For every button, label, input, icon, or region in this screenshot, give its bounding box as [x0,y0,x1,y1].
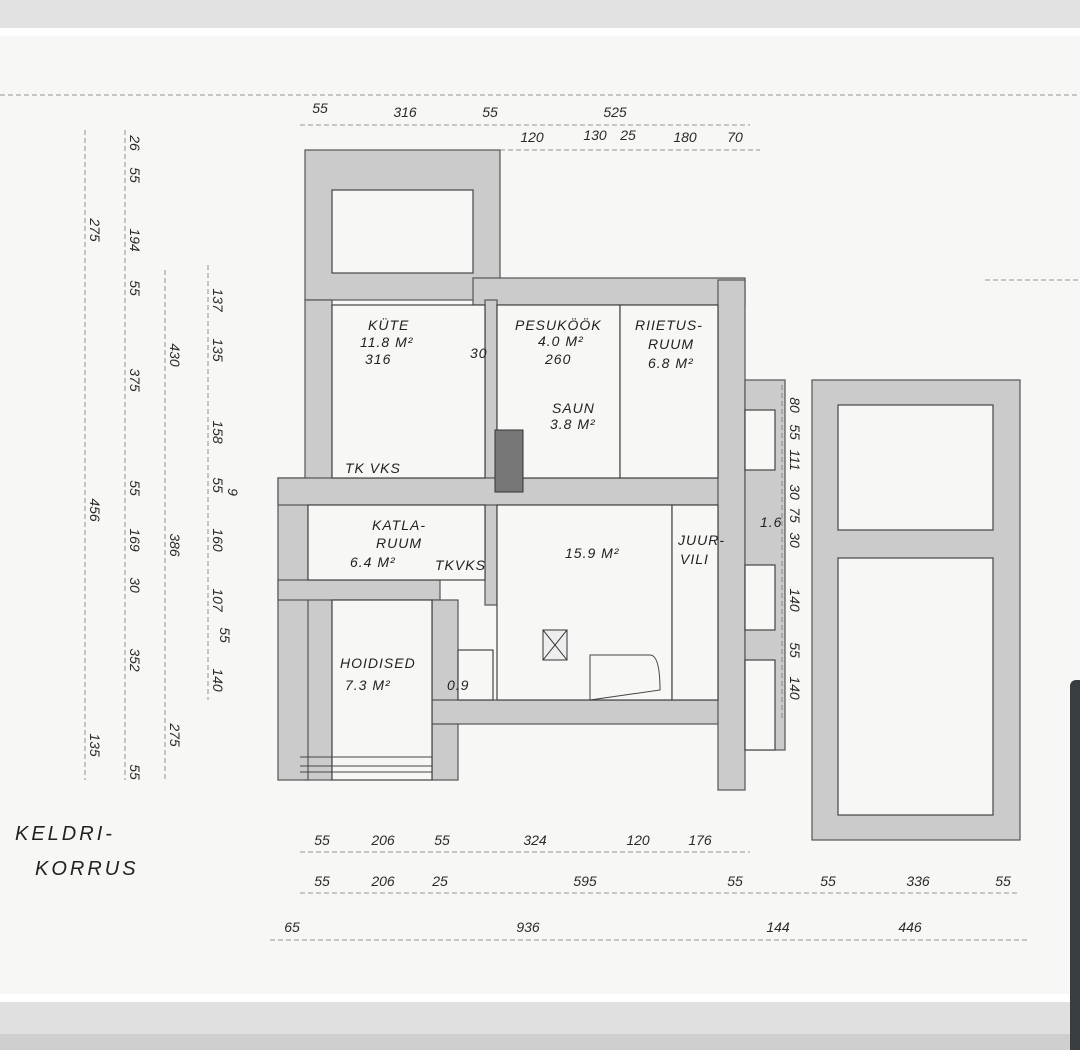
dimension-label: 194 [127,228,143,252]
dimension-label: 9 [225,488,241,496]
dimension-label: 30 [127,577,143,593]
dimension-label: 316 [393,104,417,120]
room-label: 1.6 [760,514,782,530]
dimension-label: 140 [787,676,803,700]
room-label: SAUN [552,400,595,416]
dimension-label: 55 [314,832,330,848]
room-label: RUUM [376,535,422,551]
dimension-label: 55 [434,832,450,848]
dimension-label: 55 [217,627,233,643]
dimension-label: 336 [906,873,930,889]
dimension-label: 70 [727,129,743,145]
dimension-label: 386 [167,533,183,557]
dimension-label: 275 [87,217,103,242]
room-label: KATLA- [372,517,426,533]
drawing-title: KELDRI- [15,823,115,845]
dimension-label: 65 [284,919,300,935]
scrollbar[interactable] [1070,680,1080,1050]
dimension-label: 140 [787,588,803,612]
dimension-label: 55 [210,477,226,493]
dimension-label: 206 [370,832,395,848]
dimension-label: 55 [482,104,498,120]
dimension-label: 55 [995,873,1011,889]
dimension-label: 275 [167,722,183,747]
dimension-label: 55 [312,100,328,116]
dimension-label: 107 [210,588,226,613]
dimension-label: 80 [787,397,803,413]
room-label: HOIDISED [340,655,416,671]
room-label: 316 [365,351,391,367]
dimension-label: 55 [127,167,143,183]
dimension-label: 936 [516,919,540,935]
dimension-label: 137 [210,288,226,313]
room-label: 0.9 [447,677,469,693]
dimension-label: 30 [787,484,803,500]
dimension-label: 525 [603,104,627,120]
dimension-label: 160 [210,528,226,552]
room-label: 7.3 M² [345,677,391,693]
room-label: 30 [470,345,488,361]
top-band [0,0,1080,28]
dimension-label: 144 [766,919,790,935]
room-label: JUUR- [677,532,725,548]
room-label: 260 [544,351,571,367]
dimension-label: 430 [167,343,183,367]
dimension-label: 169 [127,528,143,552]
dimension-label: 55 [820,873,836,889]
dimension-label: 324 [523,832,547,848]
next-sheet-edge [0,1034,1080,1050]
dimension-label: 25 [619,127,636,143]
room-label: RUUM [648,336,694,352]
dimension-label: 75 [787,507,803,523]
dimension-label: 140 [210,668,226,692]
dimension-label: 375 [127,368,143,392]
dimension-label: 25 [431,873,448,889]
dimension-label: 111 [787,449,803,470]
dimension-label: 595 [573,873,597,889]
dimension-label: 30 [787,532,803,548]
separator [0,28,1080,36]
dimension-label: 55 [787,642,803,658]
dimension-label: 135 [87,733,103,757]
dimension-label: 456 [87,498,103,522]
dimension-label: 176 [688,832,712,848]
room-label: TKVKS [435,557,486,573]
room-label: 11.8 M² [360,334,414,350]
dimension-label: 446 [898,919,922,935]
room-label: 3.8 M² [550,416,596,432]
room-label: 6.4 M² [350,554,396,570]
separator-band [0,994,1080,1034]
dimension-lines [0,94,1080,941]
room-label: 15.9 M² [565,545,620,561]
drawing-title: KORRUS [35,858,139,880]
room-label: TK VKS [345,460,401,476]
room-label: KÜTE [368,316,409,333]
dimension-label: 120 [626,832,650,848]
room-label: VILI [680,551,709,567]
dimension-label: 130 [583,127,607,143]
dimension-label: 55 [127,764,143,780]
dimension-label: 352 [127,648,143,672]
dimension-label: 135 [210,338,226,362]
dimension-label: 55 [727,873,743,889]
dimension-label: 180 [673,129,697,145]
dimension-label: 206 [370,873,395,889]
dimension-label: 55 [314,873,330,889]
room-label: RIIETUS- [635,317,703,333]
walls [277,149,1021,841]
dimension-label: 55 [127,480,143,496]
room-label: PESUKÖÖK [515,316,602,333]
dimension-label: 26 [127,134,143,151]
dimension-label: 120 [520,129,544,145]
room-label: 4.0 M² [538,333,584,349]
dimension-label: 55 [787,424,803,440]
room-label: 6.8 M² [648,355,694,371]
dimension-label: 158 [210,420,226,444]
dimension-label: 55 [127,280,143,296]
